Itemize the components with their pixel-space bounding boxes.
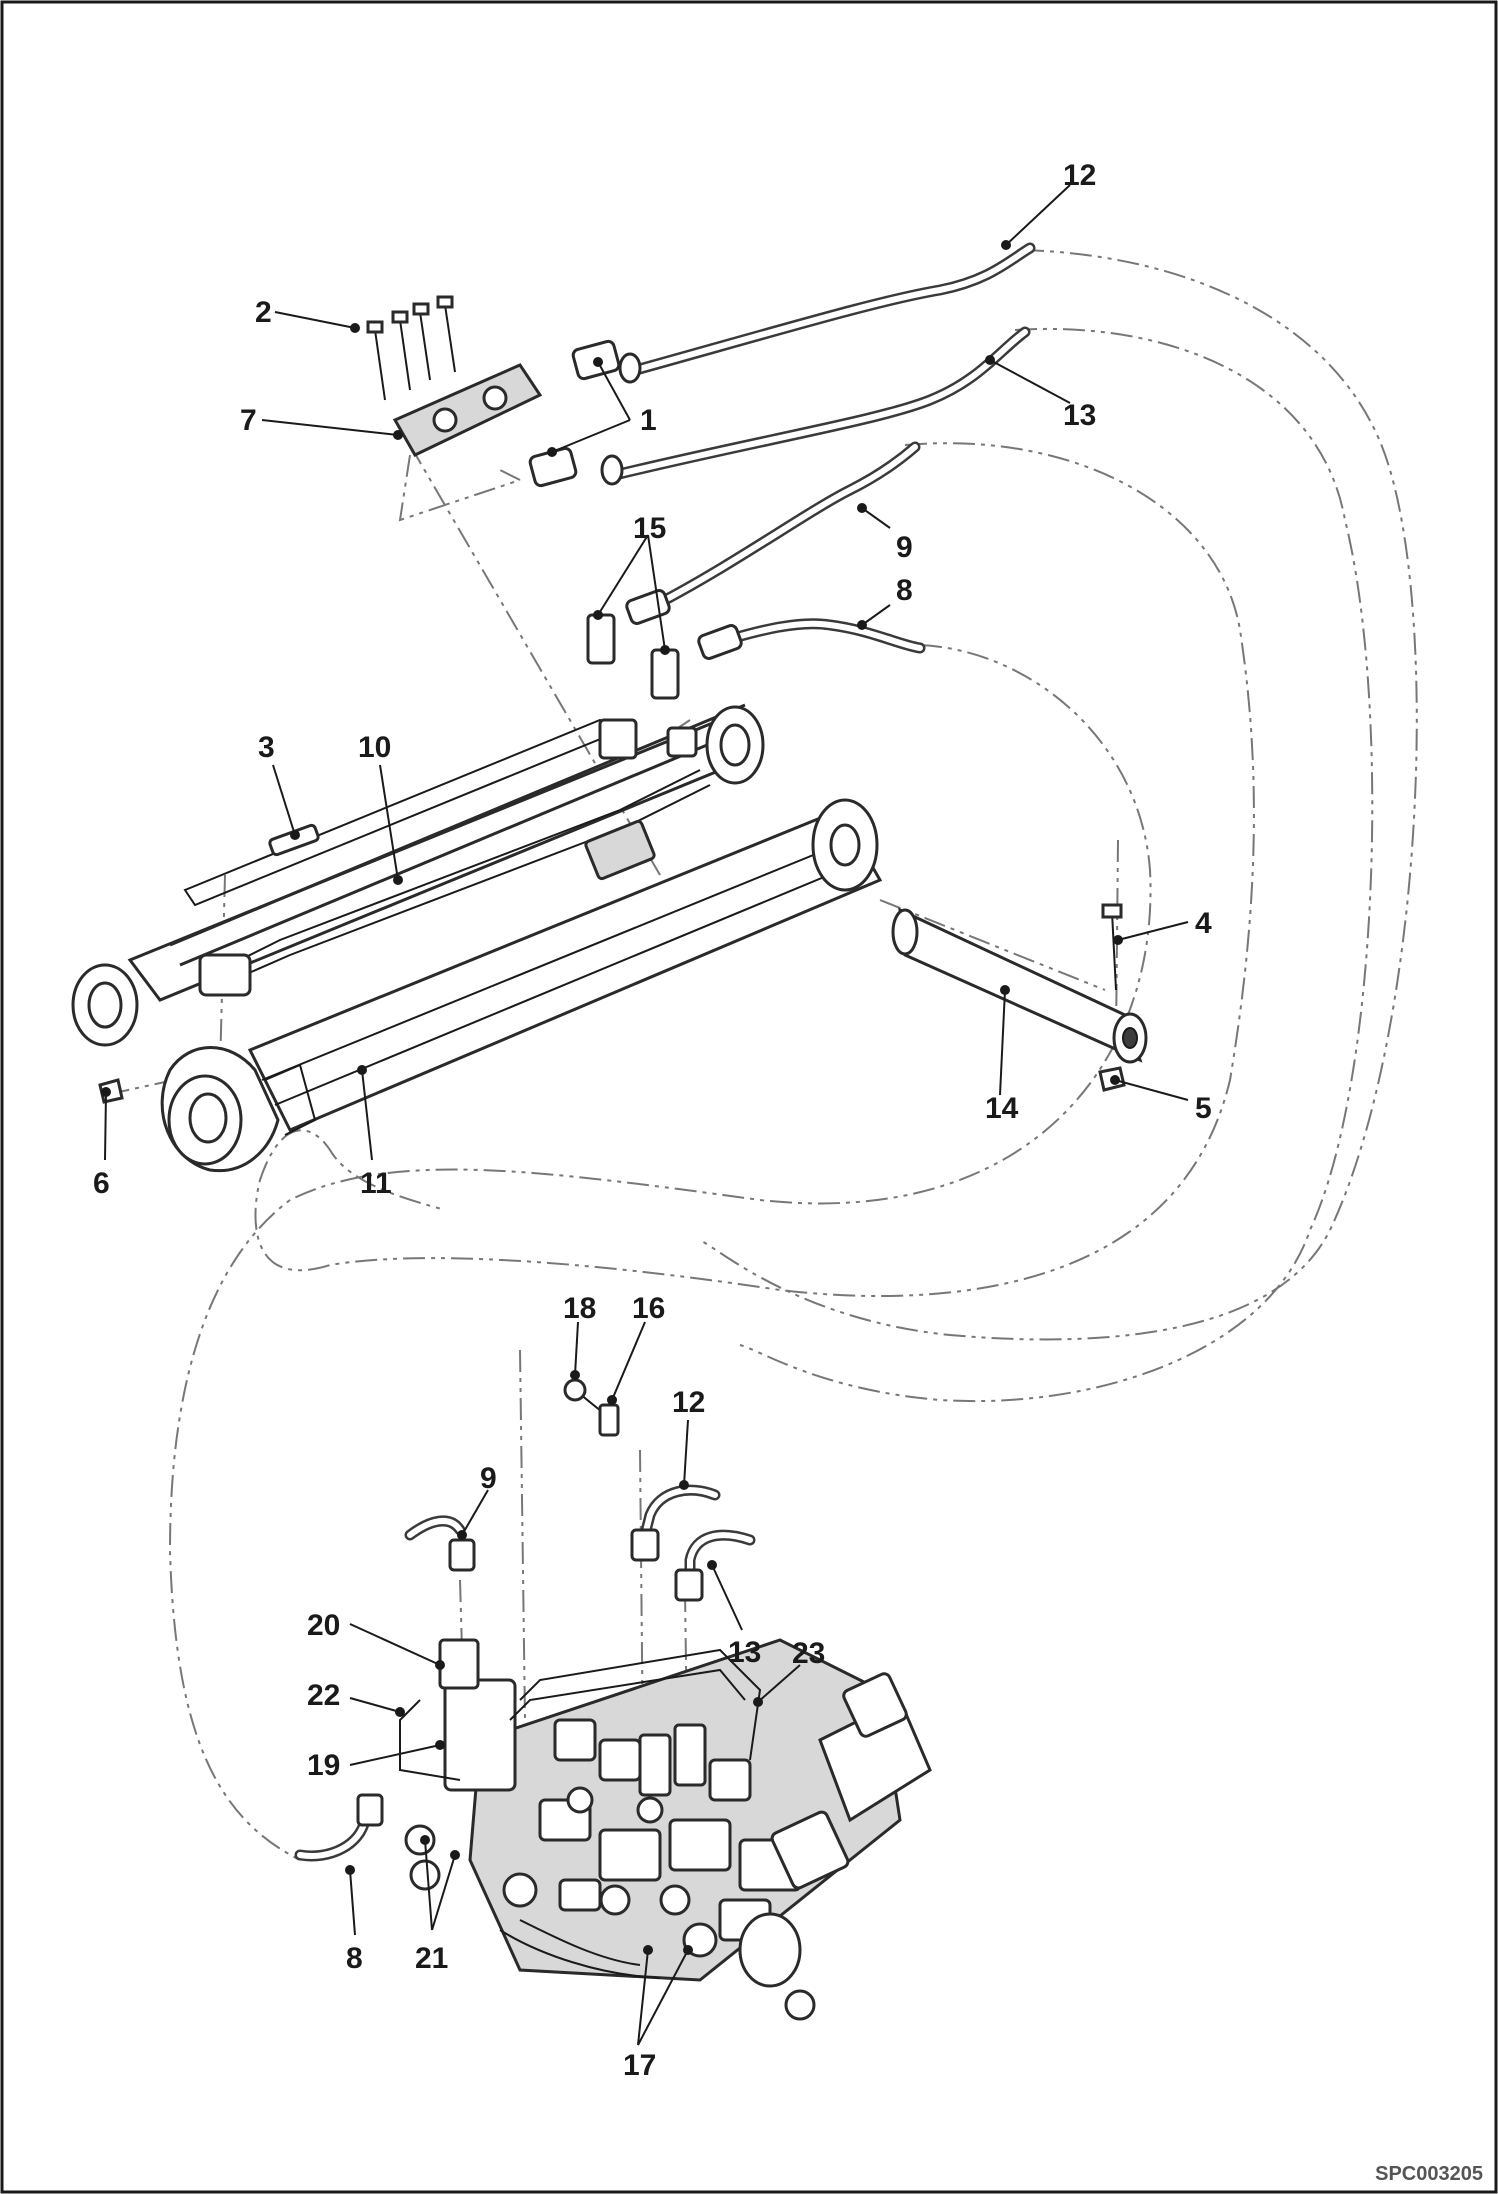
reference-code: SPC003205 (1375, 2163, 1483, 2185)
lower-hose-ends (294, 1378, 756, 1862)
callout-5: 5 (1195, 1092, 1212, 1125)
callout-13-lower: 13 (728, 1636, 761, 1669)
callout-18: 18 (563, 1292, 596, 1325)
callout-9-lower: 9 (480, 1462, 497, 1495)
cylinder-10 (71, 703, 765, 1047)
callout-6: 6 (93, 1167, 110, 1200)
pin-14 (98, 903, 1148, 1104)
cylinder-11 (160, 798, 883, 1173)
upper-hoses (609, 242, 1036, 654)
callout-3: 3 (258, 731, 275, 764)
callout-22: 22 (307, 1679, 340, 1712)
callout-16: 16 (632, 1292, 665, 1325)
callout-labels: 1 2 3 4 5 6 7 8 8 9 9 10 11 12 12 13 13 … (93, 159, 1212, 2082)
callout-7: 7 (240, 404, 257, 437)
callout-20: 20 (307, 1609, 340, 1642)
callout-10: 10 (358, 731, 391, 764)
callout-12-lower: 12 (672, 1386, 705, 1419)
callout-17: 17 (623, 2049, 656, 2082)
callout-11: 11 (360, 1167, 392, 1200)
callout-9-upper: 9 (896, 531, 913, 564)
callout-23: 23 (792, 1637, 825, 1670)
callout-21: 21 (415, 1942, 448, 1975)
callout-8-lower: 8 (346, 1942, 363, 1975)
callout-8-upper: 8 (896, 574, 913, 607)
callout-19: 19 (307, 1749, 340, 1782)
control-valve (399, 1638, 932, 2021)
callout-1: 1 (640, 404, 657, 437)
callout-2: 2 (255, 296, 272, 329)
callout-13-upper: 13 (1063, 399, 1096, 432)
leader-lines (101, 184, 1189, 2046)
callout-4: 4 (1195, 907, 1212, 940)
top-fittings (366, 295, 743, 700)
callout-14: 14 (985, 1092, 1019, 1125)
callout-15: 15 (633, 512, 666, 545)
callout-12-upper: 12 (1063, 159, 1096, 192)
